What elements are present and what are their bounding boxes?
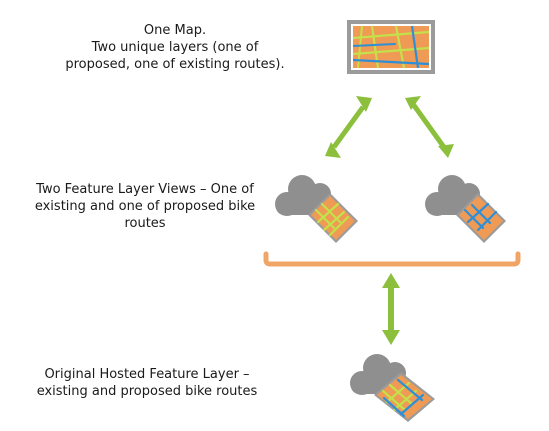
map-caption: One Map. Two unique layers (one of propo… bbox=[60, 22, 290, 73]
map-caption-line: proposed, one of existing routes). bbox=[65, 57, 285, 72]
feature-layer-view-existing-icon bbox=[275, 175, 358, 243]
map-icon bbox=[347, 20, 435, 74]
views-caption-line: routes bbox=[124, 216, 166, 231]
feature-layer-view-proposed-icon bbox=[425, 175, 506, 243]
map-caption-line: Two unique layers (one of bbox=[91, 40, 259, 55]
double-headed-arrow-icon bbox=[405, 96, 454, 158]
hosted-caption-line: Original Hosted Feature Layer – bbox=[44, 367, 250, 382]
views-bracket bbox=[263, 251, 521, 267]
views-caption-line: existing and one of proposed bike bbox=[34, 199, 256, 214]
double-headed-arrow-icon bbox=[382, 273, 400, 345]
hosted-caption-line: existing and proposed bike routes bbox=[36, 384, 258, 399]
views-caption-line: Two Feature Layer Views – One of bbox=[36, 182, 254, 197]
views-caption: Two Feature Layer Views – One of existin… bbox=[20, 181, 270, 232]
map-caption-line: One Map. bbox=[143, 23, 207, 38]
hosted-feature-layer-icon bbox=[350, 354, 435, 422]
hosted-caption: Original Hosted Feature Layer – existing… bbox=[22, 366, 272, 400]
double-headed-arrow-icon bbox=[325, 96, 372, 158]
